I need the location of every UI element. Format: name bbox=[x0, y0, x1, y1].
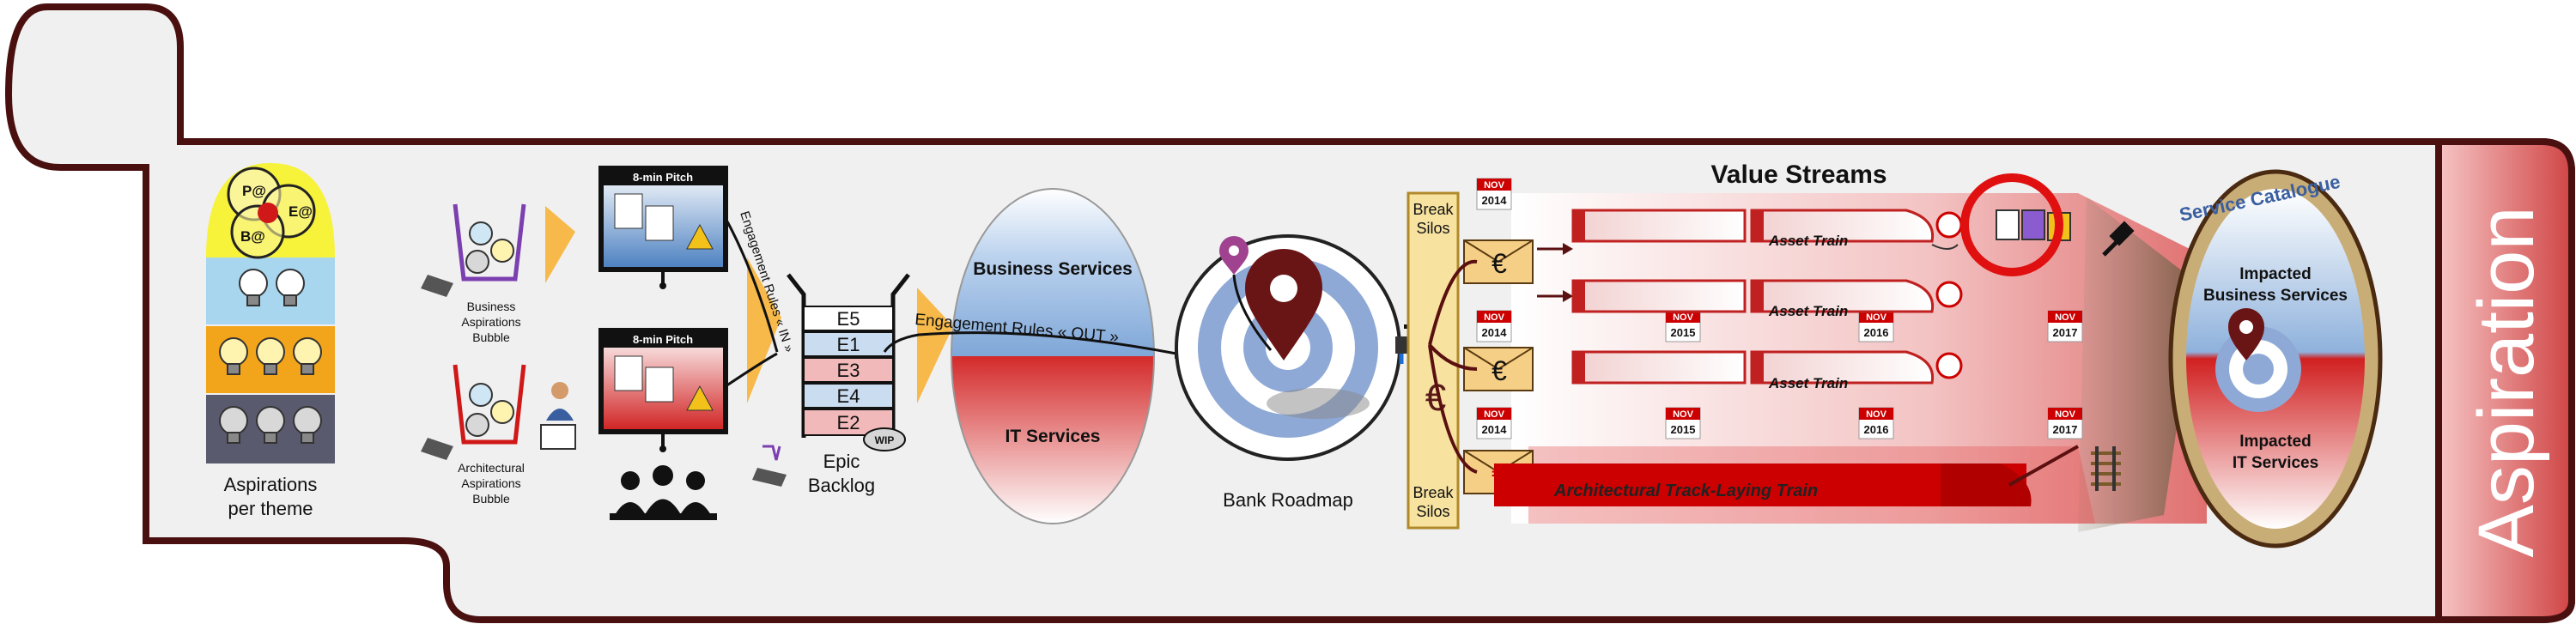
svg-text:NOV: NOV bbox=[1484, 312, 1505, 323]
svg-text:Impacted: Impacted bbox=[2239, 265, 2311, 283]
engagement-out-arrow bbox=[883, 331, 1177, 355]
svg-text:€: € bbox=[1492, 355, 1507, 386]
asset-train-label: Asset Train bbox=[1768, 303, 1848, 319]
backlog-caption: Epic bbox=[823, 451, 860, 472]
committee-people-icon bbox=[610, 465, 717, 520]
flow-chevron bbox=[917, 288, 953, 403]
svg-text:Bubble: Bubble bbox=[472, 330, 510, 344]
svg-text:Break: Break bbox=[1413, 484, 1454, 501]
aspirations-caption-2: per theme bbox=[228, 498, 313, 519]
svg-text:Architectural: Architectural bbox=[458, 461, 525, 475]
svg-text:Impacted: Impacted bbox=[2239, 433, 2311, 451]
wip-badge bbox=[863, 427, 906, 451]
svg-text:Aspirations: Aspirations bbox=[461, 315, 520, 329]
released-documents-highlight bbox=[1960, 173, 2135, 276]
asset-train-label: Asset Train bbox=[1768, 375, 1848, 391]
svg-text:Bubble: Bubble bbox=[472, 492, 510, 506]
svg-text:2014: 2014 bbox=[1482, 194, 1508, 207]
it-services-label: IT Services bbox=[1005, 427, 1101, 446]
rail-track-icon bbox=[2091, 446, 2121, 491]
svg-text:2016: 2016 bbox=[1864, 423, 1889, 436]
svg-text:Aspirations: Aspirations bbox=[461, 476, 520, 490]
architectural-aspirations-bubble: Architectural Aspirations Bubble bbox=[421, 364, 576, 506]
date-tag-2016-row2: NOV 2016 bbox=[1858, 310, 1894, 342]
svg-text:2014: 2014 bbox=[1482, 326, 1508, 339]
epic-backlog: E5 E1 E3 E4 E2 WIP Epic Backlog bbox=[752, 273, 910, 496]
backlog-item: E3 bbox=[837, 360, 860, 381]
pitch-screen-architectural: 8-min Pitch bbox=[598, 328, 728, 452]
svg-text:8-min Pitch: 8-min Pitch bbox=[633, 333, 693, 346]
date-tag-2015-row2: NOV 2015 bbox=[1665, 310, 1701, 342]
svg-text:NOV: NOV bbox=[1866, 409, 1887, 420]
svg-text:P@: P@ bbox=[242, 183, 266, 199]
date-tag-2014-row3: NOV 2014 bbox=[1476, 407, 1512, 439]
svg-text:Silos: Silos bbox=[1416, 220, 1449, 237]
date-tag-2014-top: NOV 2014 bbox=[1476, 178, 1512, 210]
aspirations-caption: Aspirations bbox=[224, 474, 318, 495]
svg-text:2014: 2014 bbox=[1482, 423, 1508, 436]
svg-text:€: € bbox=[1492, 248, 1507, 279]
svg-text:2017: 2017 bbox=[2053, 326, 2078, 339]
backlog-item: E5 bbox=[837, 308, 860, 330]
svg-text:Business: Business bbox=[467, 300, 516, 313]
date-tag-2015-row3: NOV 2015 bbox=[1665, 407, 1701, 439]
svg-text:NOV: NOV bbox=[1866, 312, 1887, 323]
gavel-icon bbox=[2102, 221, 2135, 257]
svg-text:NOV: NOV bbox=[2055, 312, 2076, 323]
bank-roadmap-caption: Bank Roadmap bbox=[1223, 489, 1353, 511]
aspiration-side-strip: Aspiration bbox=[2435, 138, 2575, 623]
svg-text:IT Services: IT Services bbox=[2233, 454, 2318, 472]
engagement-in-arrow bbox=[726, 221, 779, 353]
svg-text:2015: 2015 bbox=[1671, 326, 1696, 339]
themes-venn-icon: P@ E@ B@ bbox=[227, 167, 316, 259]
catalogue-pin-icon bbox=[2228, 308, 2264, 360]
pitch-screen-business: 8-min Pitch bbox=[598, 166, 728, 289]
svg-text:Silos: Silos bbox=[1416, 503, 1449, 520]
asset-train-row-2: Asset Train bbox=[1537, 279, 1963, 319]
asset-train-label: Asset Train bbox=[1768, 233, 1848, 249]
svg-text:NOV: NOV bbox=[1484, 409, 1505, 420]
value-streams-title: Value Streams bbox=[1710, 161, 1886, 189]
svg-text:B@: B@ bbox=[240, 228, 265, 245]
location-pin-icon bbox=[1245, 249, 1322, 360]
date-tag-2014-row2: NOV 2014 bbox=[1476, 310, 1512, 342]
svg-text:NOV: NOV bbox=[1673, 409, 1694, 420]
asset-train-row-3: Asset Train bbox=[1571, 350, 1963, 391]
svg-text:8-min Pitch: 8-min Pitch bbox=[633, 171, 693, 184]
backlog-item: E2 bbox=[837, 412, 860, 433]
date-tag-2017-row2: NOV 2017 bbox=[2047, 310, 2083, 342]
aspirations-column: P@ E@ B@ Aspirations per theme bbox=[206, 163, 335, 519]
lightbulb-icons bbox=[219, 269, 322, 444]
date-tag-2016-row3: NOV 2016 bbox=[1858, 407, 1894, 439]
date-tag-2017-row3: NOV 2017 bbox=[2047, 407, 2083, 439]
svg-text:2017: 2017 bbox=[2053, 423, 2078, 436]
svg-text:NOV: NOV bbox=[1484, 180, 1505, 191]
svg-text:E@: E@ bbox=[289, 203, 313, 220]
svg-text:WIP: WIP bbox=[875, 434, 895, 446]
backlog-item: E1 bbox=[837, 334, 860, 355]
aspiration-side-label: Aspiration bbox=[2463, 206, 2550, 557]
svg-text:NOV: NOV bbox=[2055, 409, 2076, 420]
backlog-item: E4 bbox=[837, 385, 860, 407]
asset-train-row-1: Asset Train bbox=[1537, 209, 1963, 255]
svg-text:2015: 2015 bbox=[1671, 423, 1696, 436]
services-ellipse: Business Services IT Services bbox=[951, 188, 1155, 524]
backlog-caption-2: Backlog bbox=[808, 475, 875, 496]
architect-person-icon bbox=[540, 382, 576, 450]
track-train-label: Architectural Track-Laying Train bbox=[1553, 482, 1818, 500]
track-laying-train: Architectural Track-Laying Train bbox=[1494, 445, 2121, 506]
svg-text:Break: Break bbox=[1413, 201, 1454, 218]
svg-text:Business Services: Business Services bbox=[2203, 287, 2348, 305]
date-tags: NOV 2014 NOV 2014 NOV 2014 NOV 2015 NOV … bbox=[1476, 178, 2083, 439]
svg-text:2016: 2016 bbox=[1864, 326, 1889, 339]
bank-roadmap-target: Bank Roadmap bbox=[1175, 234, 1401, 511]
business-services-label: Business Services bbox=[973, 259, 1133, 279]
service-catalogue: Service Catalogue Impacted Business Serv… bbox=[2168, 169, 2383, 548]
svg-text:NOV: NOV bbox=[1673, 312, 1694, 323]
business-aspirations-bubble: Business Aspirations Bubble bbox=[421, 203, 575, 344]
